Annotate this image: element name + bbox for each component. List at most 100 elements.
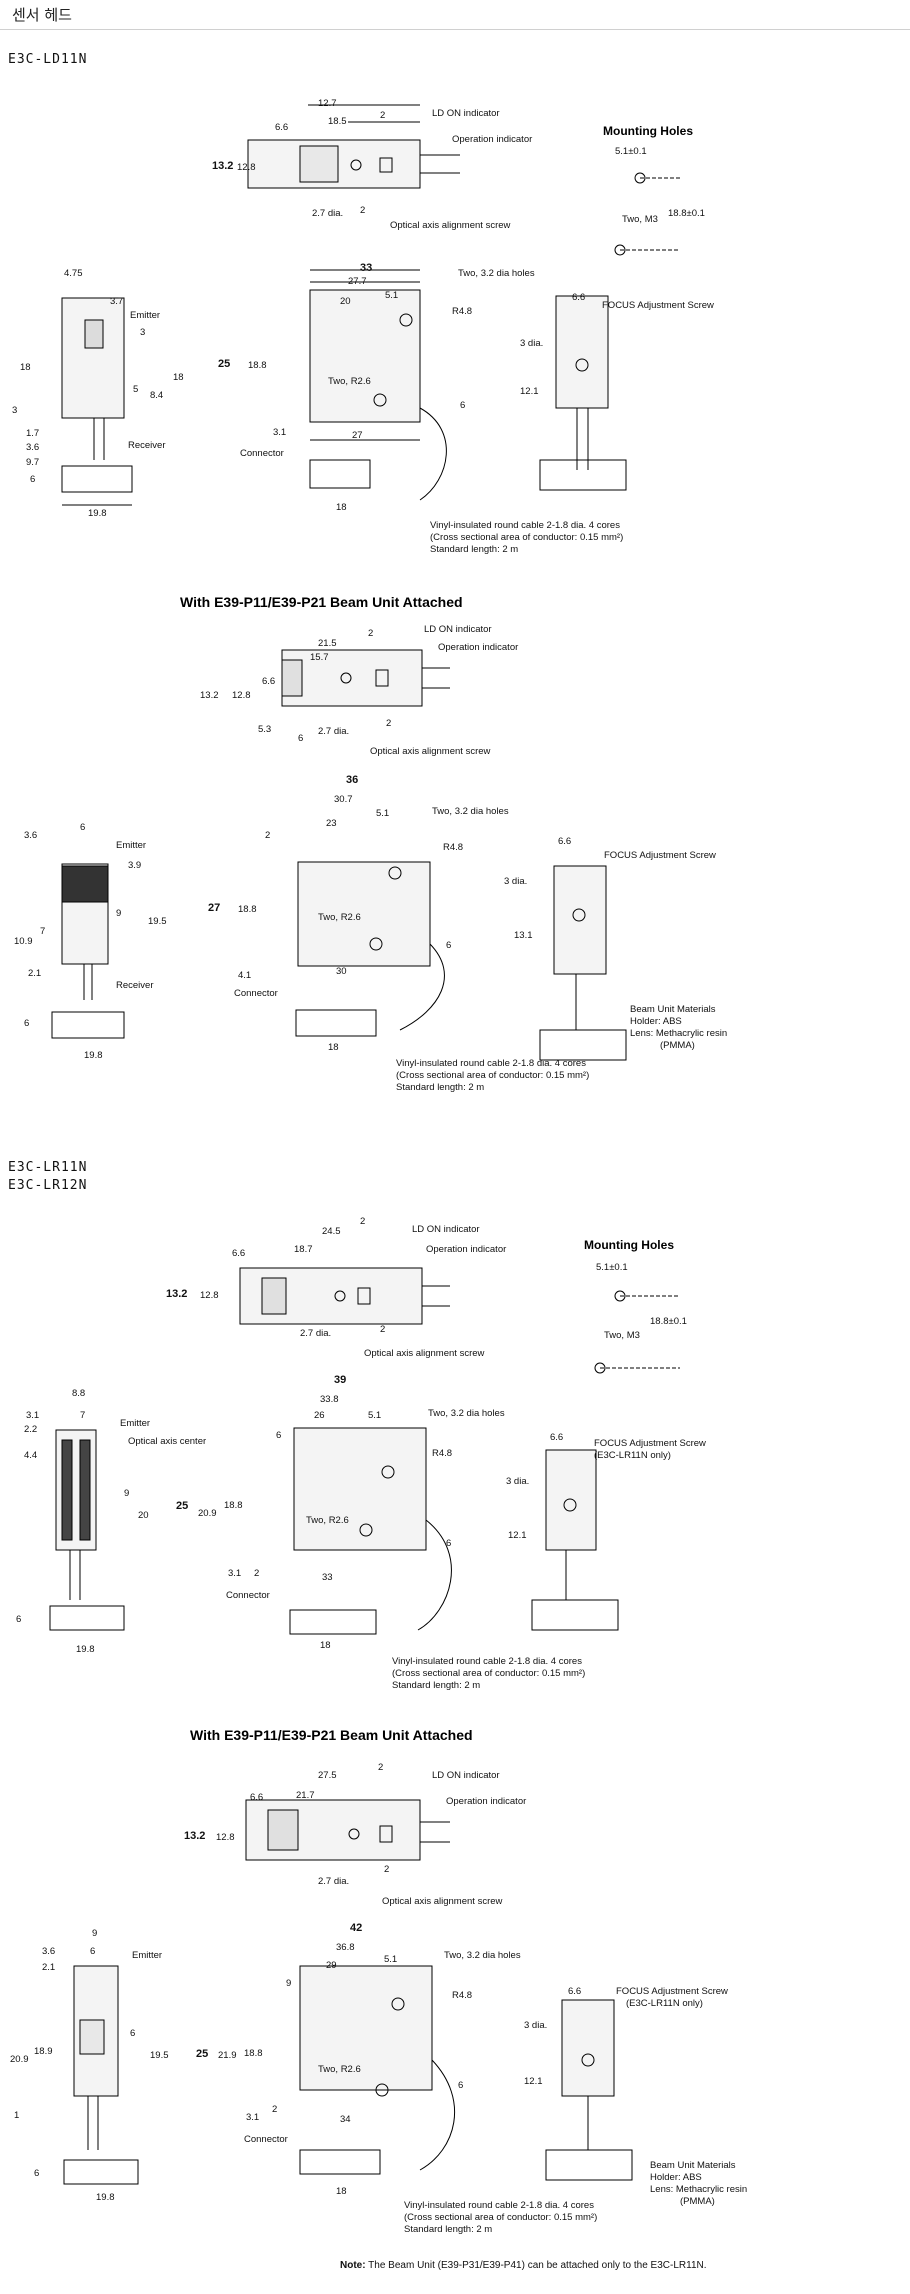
dim-s4-s12: 6 (34, 2168, 40, 2179)
beam-mat-1b: Holder: ABS (630, 1016, 682, 1027)
dim-s4-h2: 21.9 (218, 2050, 237, 2061)
beam-mat-2b: Holder: ABS (650, 2172, 702, 2183)
label-s2-ld-on: LD ON indicator (424, 624, 492, 635)
dim-s3-s2: 3.1 (26, 1410, 40, 1421)
label-s2-operation: Operation indicator (438, 642, 519, 653)
dim-s4-w3: 29 (326, 1960, 337, 1971)
cable-line-2a: Vinyl-insulated round cable 2-1.8 dia. 4… (396, 1058, 586, 1069)
dim-s3-f: 12.8 (200, 1290, 219, 1301)
dim-s4-s2: 3.6 (42, 1946, 56, 1957)
cable-line-2b: (Cross sectional area of conductor: 0.15… (396, 1070, 590, 1081)
subheading-beam-unit-2: With E39-P11/E39-P21 Beam Unit Attached (190, 1727, 473, 1743)
dim-s2-l1: 4.1 (238, 970, 252, 981)
dim-s2-s3: 3.9 (128, 860, 142, 871)
dim-s4-e: 13.2 (184, 1830, 206, 1842)
label-s4-r26: Two, R2.6 (318, 2064, 361, 2075)
dim-s3-d: 2 (360, 1216, 366, 1227)
dim-s3-f1: 6.6 (550, 1432, 564, 1443)
dim-s1-s13: 19.8 (88, 508, 107, 519)
dim-s1-f1: 6.6 (572, 292, 586, 303)
mounting-label-1: Two, M3 (622, 214, 658, 225)
label-s1-dia27: 2.7 dia. (312, 208, 344, 219)
cable-line-3b: (Cross sectional area of conductor: 0.15… (392, 1668, 586, 1679)
dim-s2-g: 2 (386, 718, 392, 729)
cable-line-3c: Standard length: 2 m (392, 1680, 481, 1691)
dim-s3-a: 24.5 (322, 1226, 341, 1237)
beam-mat-2d: (PMMA) (680, 2196, 715, 2207)
dim-s2-f: 12.8 (232, 690, 251, 701)
dim-s4-d: 2 (378, 1762, 384, 1773)
dim-s4-f: 12.8 (216, 1832, 235, 1843)
dim-s4-s3: 6 (90, 1946, 96, 1957)
dim-s2-w2: 30.7 (334, 794, 353, 805)
mounting-holes-title-2: Mounting Holes (584, 1238, 674, 1252)
cable-line-3a: Vinyl-insulated round cable 2-1.8 dia. 4… (392, 1656, 582, 1667)
dim-s2-conn: 18 (328, 1042, 339, 1053)
dim-s1-s3: 3 (140, 327, 146, 338)
footnote: Note: The Beam Unit (E39-P31/E39-P41) ca… (340, 2260, 707, 2271)
dim-s4-c: 6.6 (250, 1792, 264, 1803)
dim-s1-h: 25 (218, 358, 231, 370)
dim-s2-s2: 6 (80, 822, 86, 833)
mounting-d1-2: 5.1±0.1 (596, 1262, 628, 1273)
cable-line-1a: Vinyl-insulated round cable 2-1.8 dia. 4… (430, 520, 620, 531)
dim-s1-b: 18.5 (328, 116, 347, 127)
label-s2-focus: FOCUS Adjustment Screw (604, 850, 716, 861)
label-s1-r48: R4.8 (452, 306, 473, 317)
dim-s3-w2: 33.8 (320, 1394, 339, 1405)
dim-s2-s13: 19.8 (84, 1050, 103, 1061)
label-s1-receiver: Receiver (128, 440, 166, 451)
label-s2-r26: Two, R2.6 (318, 912, 361, 923)
dim-s4-b: 21.7 (296, 1790, 315, 1801)
dim-s3-s3: 7 (80, 1410, 86, 1421)
dim-s4-w4: 5.1 (384, 1954, 398, 1965)
model-e3c-lr12n: E3C-LR12N (8, 1178, 88, 1193)
dim-s2-hh: 18.8 (238, 904, 257, 915)
dim-s1-w2: 27.7 (348, 276, 367, 287)
dim-s1-c: 6.6 (275, 122, 289, 133)
dim-s1-s7: 8.4 (150, 390, 164, 401)
cable-spec-2: Vinyl-insulated round cable 2-1.8 dia. 4… (396, 1058, 589, 1094)
label-s3-r48: R4.8 (432, 1448, 453, 1459)
dim-s4-r: 6 (458, 2080, 464, 2091)
label-s2-receiver: Receiver (116, 980, 154, 991)
dim-s2-c: 6.6 (262, 676, 276, 687)
dim-s4-w2: 36.8 (336, 1942, 355, 1953)
dim-s2-b: 15.7 (310, 652, 329, 663)
cable-spec-3: Vinyl-insulated round cable 2-1.8 dia. 4… (392, 1656, 585, 1692)
beam-mat-1c: Lens: Methacrylic resin (630, 1028, 728, 1039)
dim-s2-f1: 6.6 (558, 836, 572, 847)
label-s1-emitter: Emitter (130, 310, 161, 321)
dim-s3-r: 6 (446, 1538, 452, 1549)
dim-s3-s5: 4.4 (24, 1450, 38, 1461)
mounting-d2-1: 18.8±0.1 (668, 208, 705, 219)
dim-s3-w4: 5.1 (368, 1410, 382, 1421)
dim-s4-conn: 18 (336, 2186, 347, 2197)
label-s1-two-holes: Two, 3.2 dia holes (458, 268, 535, 279)
label-s4-two-holes: Two, 3.2 dia holes (444, 1950, 521, 1961)
dim-s1-s1: 4.75 (64, 268, 83, 279)
mounting-d1-1: 5.1±0.1 (615, 146, 647, 157)
dim-s1-s11: 9.7 (26, 457, 40, 468)
cable-line-1c: Standard length: 2 m (430, 544, 519, 555)
dim-s4-s1: 9 (92, 1928, 98, 1939)
dim-s4-s4: 2.1 (42, 1962, 56, 1973)
mounting-d2-2: 18.8±0.1 (650, 1316, 687, 1327)
dim-s2-s4: 9 (116, 908, 122, 919)
dim-s4-s7: 18.9 (34, 2046, 53, 2057)
dim-s4-s13: 19.8 (96, 2192, 115, 2203)
label-s2-r48: R4.8 (443, 842, 464, 853)
dim-s4-s5: 6 (130, 2028, 136, 2039)
cable-line-4c: Standard length: 2 m (404, 2224, 493, 2235)
dim-s1-w3: 20 (340, 296, 351, 307)
dim-s1-s12: 6 (30, 474, 36, 485)
dim-s3-s7: 20 (138, 1510, 149, 1521)
dim-s4-a: 27.5 (318, 1770, 337, 1781)
dim-s4-w: 42 (350, 1922, 363, 1934)
subheading-beam-unit-1: With E39-P11/E39-P21 Beam Unit Attached (180, 594, 463, 610)
beam-materials-2: Beam Unit Materials Holder: ABS Lens: Me… (650, 2160, 747, 2208)
beam-mat-2c: Lens: Methacrylic resin (650, 2184, 748, 2195)
dim-s1-w: 33 (360, 262, 373, 274)
